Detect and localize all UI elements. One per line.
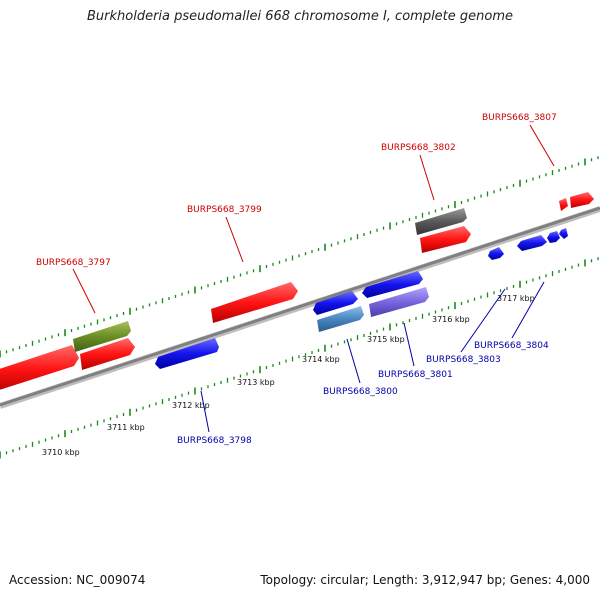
leader-line-3800	[346, 338, 361, 384]
leader-line-3801	[403, 322, 415, 367]
gene-label-3801[interactable]: BURPS668_3801	[378, 370, 453, 380]
gene-arrow-reverse[interactable]	[547, 231, 560, 243]
gene-arrow-reverse[interactable]	[155, 338, 219, 369]
gene-arrow-forward[interactable]	[0, 345, 79, 393]
gene-arrow-forward[interactable]	[559, 198, 568, 211]
scale-label-3713: 3713 kbp	[237, 378, 275, 387]
gene-arrow-forward[interactable]	[80, 338, 135, 370]
feature-box-violet[interactable]	[369, 287, 429, 317]
feature-box-gray[interactable]	[415, 208, 467, 235]
map-title: Burkholderia pseudomallei 668 chromosome…	[86, 9, 514, 24]
scale-label-3712: 3712 kbp	[172, 401, 210, 410]
gene-arrow-forward[interactable]	[420, 226, 471, 253]
scale-label-3711: 3711 kbp	[107, 423, 145, 432]
scale-label-3710: 3710 kbp	[42, 448, 80, 457]
leader-line-3799	[225, 216, 244, 263]
gene-arrow-reverse[interactable]	[362, 271, 423, 298]
leader-line-3807	[529, 124, 555, 167]
leader-line-3803	[460, 288, 506, 353]
genome-backbone	[0, 206, 600, 407]
feature-box-steel[interactable]	[317, 306, 364, 332]
gene-label-3798[interactable]: BURPS668_3798	[177, 436, 252, 446]
accession-text: Accession: NC_009074	[9, 573, 146, 587]
scale-label-3717: 3717 kbp	[497, 294, 535, 303]
gene-label-3804[interactable]: BURPS668_3804	[474, 341, 549, 351]
forward-scale-ticks	[0, 156, 599, 358]
feature-box-olive[interactable]	[73, 321, 131, 352]
gene-label-3800[interactable]: BURPS668_3800	[323, 387, 398, 397]
leader-line-3802	[419, 154, 435, 201]
gene-label-3799[interactable]: BURPS668_3799	[187, 205, 262, 215]
scale-label-3716: 3716 kbp	[432, 315, 470, 324]
leader-line-3798	[200, 390, 210, 433]
gene-label-3797[interactable]: BURPS668_3797	[36, 258, 111, 268]
gene-arrow-reverse[interactable]	[559, 228, 568, 239]
gene-arrow-reverse[interactable]	[488, 247, 504, 260]
reverse-scale-ticks	[0, 257, 599, 459]
gene-arrow-reverse[interactable]	[517, 235, 547, 251]
scale-label-3714: 3714 kbp	[302, 355, 340, 364]
gene-arrow-forward[interactable]	[211, 282, 298, 323]
gene-label-3803[interactable]: BURPS668_3803	[426, 355, 501, 365]
gene-arrow-reverse[interactable]	[313, 291, 358, 315]
gene-arrow-forward[interactable]	[570, 192, 594, 208]
topology-summary: Topology: circular; Length: 3,912,947 bp…	[260, 573, 590, 587]
leader-line-3797	[72, 268, 96, 314]
gene-label-3802[interactable]: BURPS668_3802	[381, 143, 456, 153]
scale-label-3715: 3715 kbp	[367, 335, 405, 344]
gene-label-3807[interactable]: BURPS668_3807	[482, 113, 557, 123]
leader-line-3804	[511, 281, 545, 339]
